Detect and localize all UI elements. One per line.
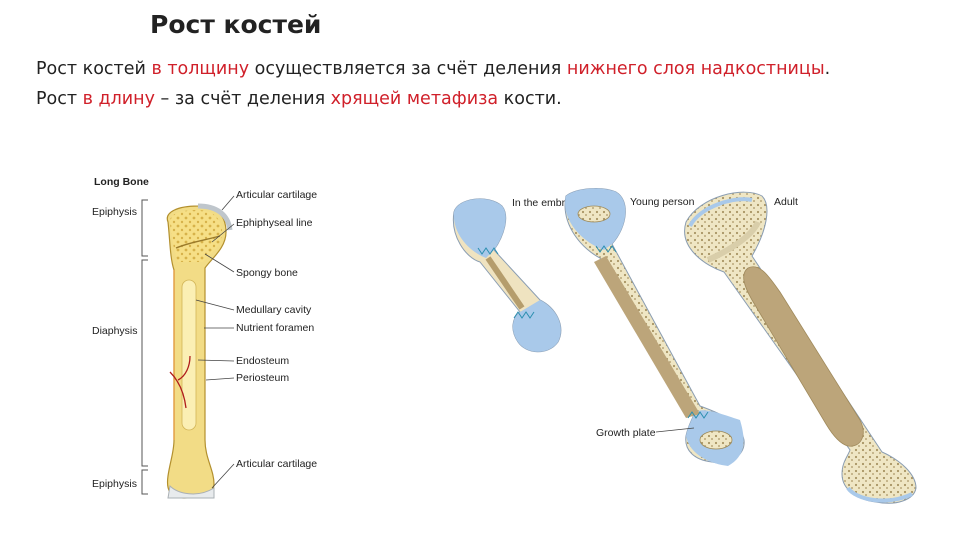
bone-young — [564, 188, 745, 466]
text-line-length: Рост в длину – за счёт деления хрящей ме… — [36, 87, 562, 111]
label-in-the: In the embryo — [512, 197, 576, 209]
pointer-lines — [195, 195, 235, 489]
label-articular-cartilage-bottom: Articular cartilage — [236, 458, 317, 470]
text-fragment: Рост костей — [36, 59, 152, 79]
text-fragment: Рост — [36, 89, 83, 109]
label-young: Young person — [630, 196, 695, 208]
label-nutrient-foramen: Nutrient foramen — [236, 322, 314, 334]
label-adult: Adult — [774, 196, 798, 208]
label-articular-cartilage-top: Articular cartilage — [236, 189, 317, 201]
long-bone-heading: Long Bone — [94, 176, 149, 188]
text-fragment: – за счёт деления — [154, 89, 331, 109]
label-epiphyseal-line: Ephiphyseal line — [236, 217, 313, 229]
label-spongy-bone: Spongy bone — [236, 267, 298, 279]
label-endosteum: Endosteum — [236, 355, 289, 367]
long-bone-illustration — [166, 203, 233, 499]
bone-adult — [684, 191, 917, 504]
highlight-periosteum-layer: нижнего слоя надкостницы — [566, 59, 825, 79]
text-fragment: . — [824, 59, 831, 79]
text-line-thickness: Рост костей в толщину осуществляется за … — [36, 57, 830, 81]
label-epiphysis-top: Epiphysis — [92, 206, 137, 218]
left-brackets — [141, 199, 148, 495]
highlight-thickness: в толщину — [151, 59, 250, 79]
label-diaphysis: Diaphysis — [92, 325, 138, 337]
text-fragment: кости. — [498, 89, 562, 109]
text-fragment: осуществляется за счёт деления — [249, 59, 567, 79]
label-periosteum: Periosteum — [236, 372, 289, 384]
growth-plate-pointer — [655, 427, 695, 433]
slide-title: Рост костей — [150, 10, 322, 39]
highlight-length: в длину — [82, 89, 155, 109]
highlight-metaphysis: хрящей метафиза — [330, 89, 499, 109]
label-medullary-cavity: Medullary cavity — [236, 304, 312, 316]
bone-embryo — [452, 198, 562, 353]
label-epiphysis-bottom: Epiphysis — [92, 478, 137, 490]
label-growth-plate: Growth plate — [596, 427, 656, 439]
